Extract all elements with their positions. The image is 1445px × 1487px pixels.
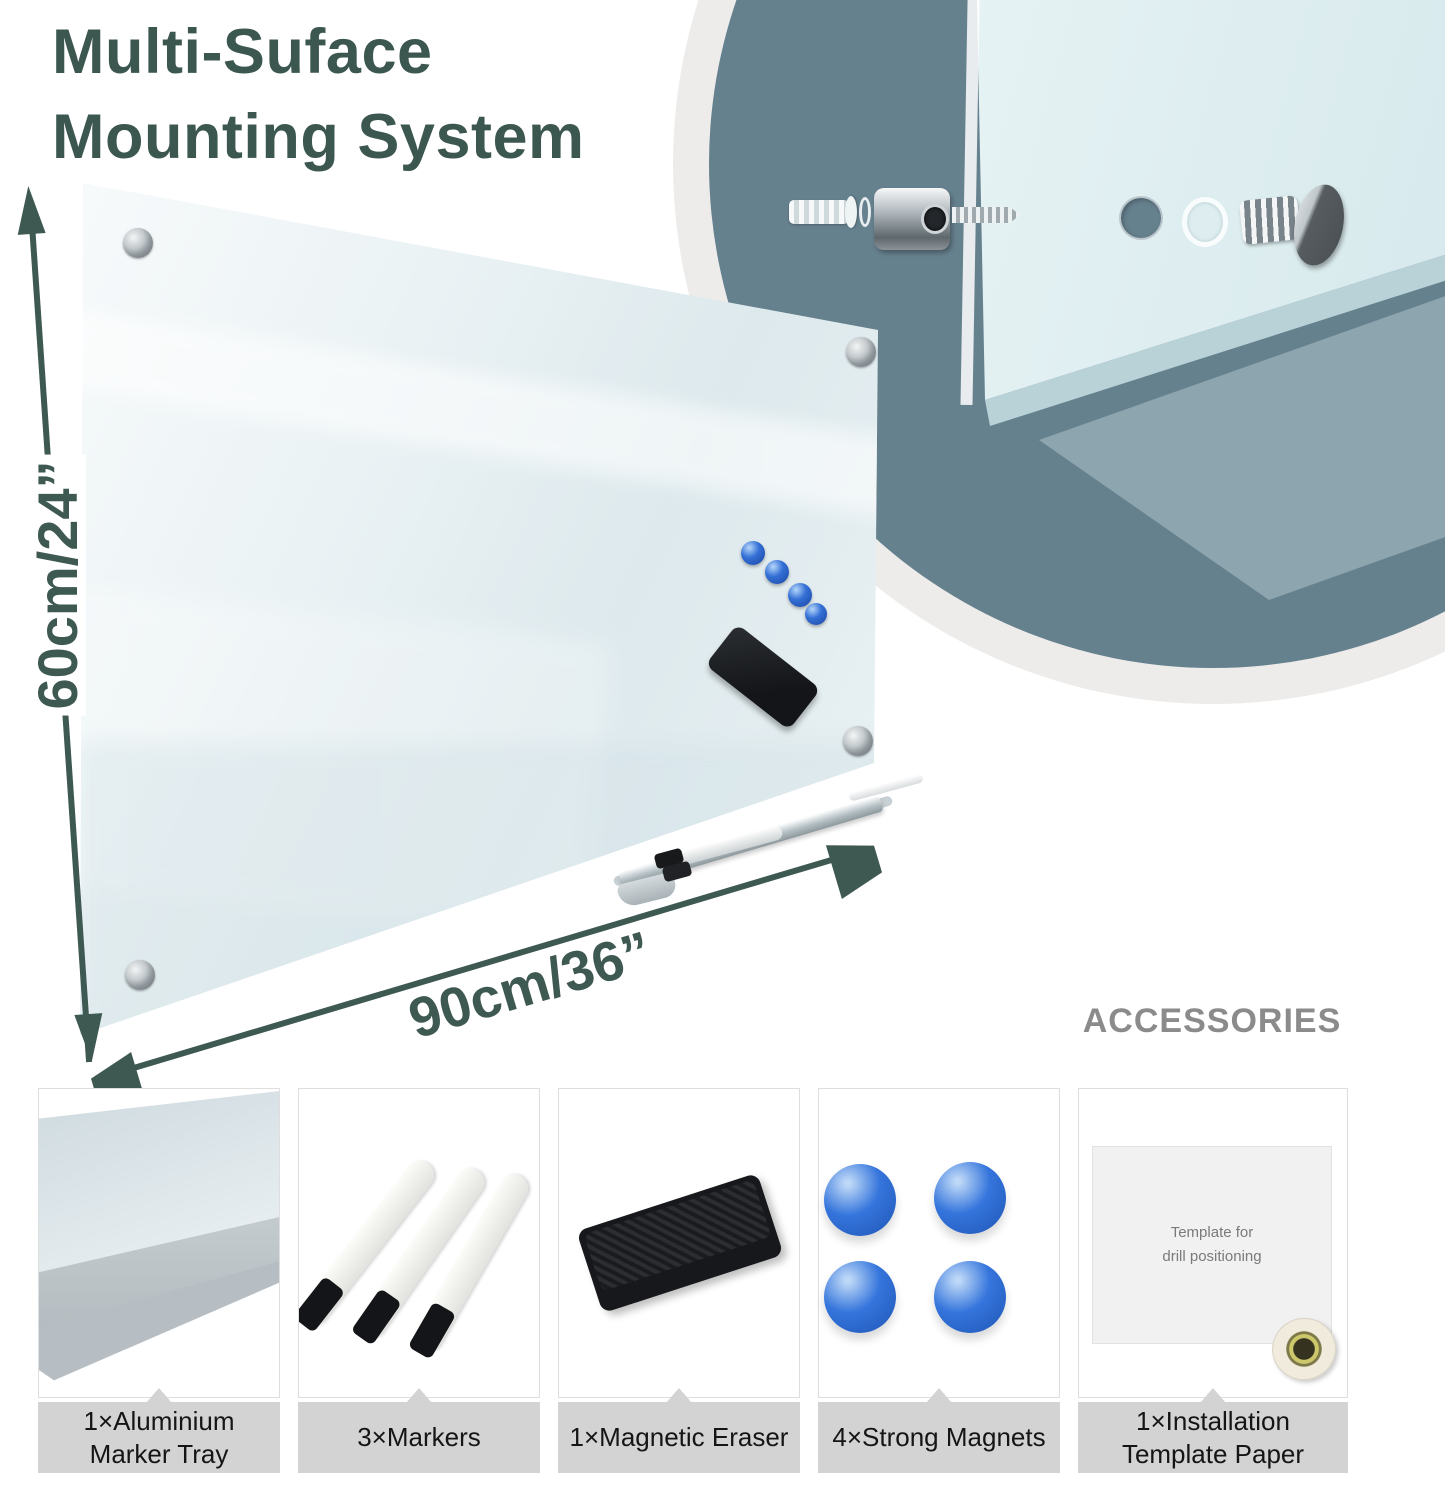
wall-anchor-icon: [789, 200, 849, 224]
accessory-label-line: 1×Magnetic Eraser: [569, 1422, 789, 1453]
accessory-label-line: 4×Strong Magnets: [832, 1422, 1046, 1453]
label-notch: [146, 1388, 172, 1403]
glass-whiteboard: [80, 183, 878, 1035]
arrow-right-icon: [825, 832, 886, 899]
corner-screw-icon: [125, 960, 155, 990]
wall-anchor-flange: [845, 196, 857, 228]
magnet-icon: [824, 1261, 896, 1333]
magnet-icon: [805, 603, 827, 625]
corner-screw-icon: [843, 726, 873, 756]
eraser-on-board: [705, 623, 821, 731]
standoff-threaded-hole: [921, 204, 949, 234]
width-dimension-label: 90cm/36”: [401, 918, 659, 1051]
board-reflection: [80, 307, 878, 519]
label-notch: [666, 1388, 692, 1403]
accessory-label: 4×Strong Magnets: [818, 1402, 1060, 1473]
magnet-icon: [934, 1162, 1006, 1234]
magnet-icon: [765, 560, 789, 584]
accessory-label: 1×Magnetic Eraser: [558, 1402, 800, 1473]
magnet-icon: [788, 583, 812, 607]
accessories-heading: ACCESSORIES: [1082, 1002, 1342, 1040]
mounting-detail-inset: [709, 0, 1445, 668]
accessory-label: 3×Markers: [298, 1402, 540, 1473]
template-paper-text: Template for: [1170, 1224, 1254, 1241]
accessory-label: 1×Aluminium Marker Tray: [38, 1402, 280, 1473]
glass-hole-ring: [1182, 197, 1228, 247]
title-line-2: Mounting System: [52, 102, 585, 173]
height-dimension-label: 60cm/24”: [26, 454, 89, 716]
accessory-card-markers: [298, 1088, 540, 1398]
magnet-icon: [741, 541, 765, 565]
template-paper-text: drill positioning: [1162, 1248, 1262, 1265]
magnet-icon: [934, 1261, 1006, 1333]
accessory-label-line: 1×Aluminium: [83, 1406, 235, 1436]
mounting-screw-icon: [952, 207, 1020, 223]
label-notch: [406, 1388, 432, 1403]
glass-drill-hole: [1119, 196, 1163, 240]
page-title: Multi-Suface Mounting System: [52, 10, 772, 180]
washer-icon: [859, 197, 871, 227]
accessory-card-marker-tray: [38, 1088, 280, 1398]
template-paper: Template for drill positioning: [1092, 1146, 1332, 1344]
arrow-up-icon: [14, 185, 46, 235]
corner-screw-icon: [123, 228, 153, 258]
magnet-icon: [824, 1164, 896, 1236]
accessory-label-line: Template Paper: [1121, 1438, 1305, 1469]
accessory-label-line: Marker Tray: [89, 1438, 229, 1469]
threaded-stud-icon: [1238, 195, 1302, 245]
accessory-label-line: 3×Markers: [357, 1422, 481, 1453]
label-notch: [926, 1388, 952, 1403]
accessory-label: 1×Installation Template Paper: [1078, 1402, 1348, 1473]
title-line-1: Multi-Suface: [52, 17, 433, 87]
accessory-card-magnets: [818, 1088, 1060, 1398]
corner-screw-icon: [846, 337, 876, 367]
accessory-label-line: 1×Installation: [1136, 1406, 1290, 1436]
label-notch: [1200, 1388, 1226, 1403]
arrow-down-icon: [74, 1013, 106, 1063]
